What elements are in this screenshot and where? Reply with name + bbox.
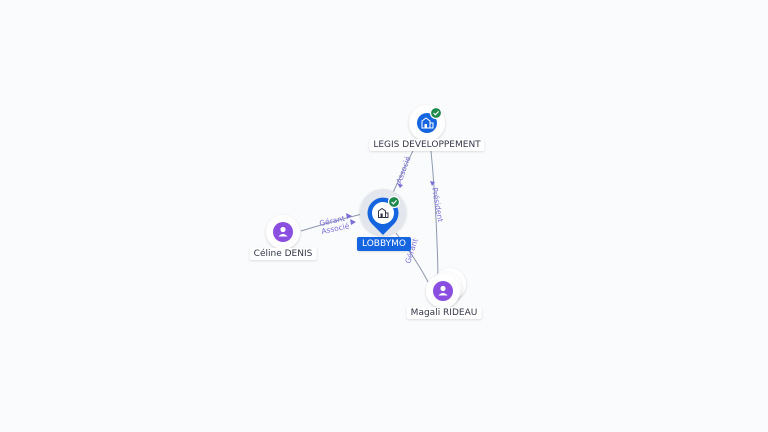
building-icon xyxy=(421,117,434,129)
node-label-lobbymo[interactable]: LOBBYMO xyxy=(357,237,411,251)
verified-badge xyxy=(387,195,401,209)
person-icon xyxy=(278,226,288,237)
edge-magali-legis: Président xyxy=(429,139,445,279)
edge-label-associe: Associé xyxy=(394,155,412,185)
node-magali-rideau[interactable] xyxy=(426,268,466,308)
node-lobbymo[interactable] xyxy=(360,189,406,235)
edge-celine-lobbymo: Gérant Associé xyxy=(300,212,367,236)
node-celine-denis[interactable] xyxy=(266,215,300,249)
node-legis-developpement[interactable] xyxy=(409,105,445,141)
node-label-celine[interactable]: Céline DENIS xyxy=(249,248,317,260)
verified-badge xyxy=(429,106,443,120)
building-icon xyxy=(378,207,389,218)
person-icon xyxy=(438,285,448,296)
node-label-legis[interactable]: LEGIS DEVELOPPEMENT xyxy=(369,139,485,151)
node-label-magali[interactable]: Magali RIDEAU xyxy=(406,307,482,319)
edge-label-president: Président xyxy=(430,187,445,223)
